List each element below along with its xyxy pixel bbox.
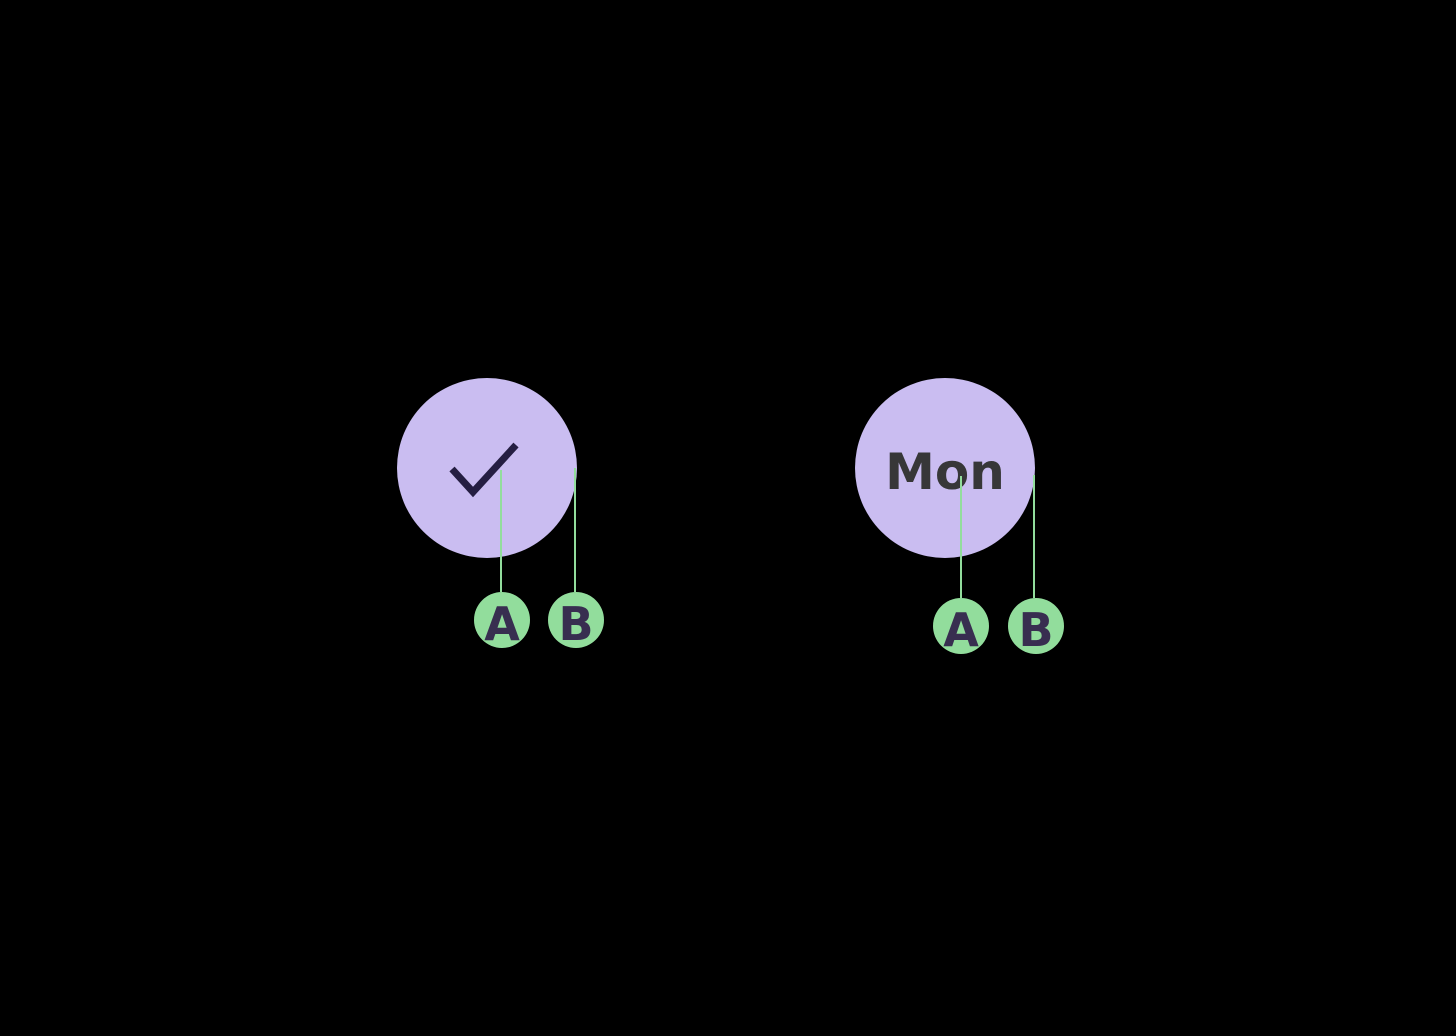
marker-b[interactable]: B xyxy=(1008,598,1064,654)
marker-b-label: B xyxy=(558,597,594,651)
marker-a-leader-line xyxy=(960,476,962,598)
day-label-mon: Mon xyxy=(885,443,1005,501)
marker-b[interactable]: B xyxy=(548,592,604,648)
marker-a[interactable]: A xyxy=(933,598,989,654)
day-circle-completed[interactable] xyxy=(397,378,577,558)
marker-a[interactable]: A xyxy=(474,592,530,648)
check-icon xyxy=(449,442,519,498)
marker-b-leader-line xyxy=(574,468,576,592)
marker-a-label: A xyxy=(484,597,520,651)
marker-a-leader-line xyxy=(500,470,502,592)
marker-b-label: B xyxy=(1018,603,1054,657)
marker-a-label: A xyxy=(943,603,979,657)
day-circle-mon[interactable]: Mon xyxy=(855,378,1035,558)
marker-b-leader-line xyxy=(1033,475,1035,598)
